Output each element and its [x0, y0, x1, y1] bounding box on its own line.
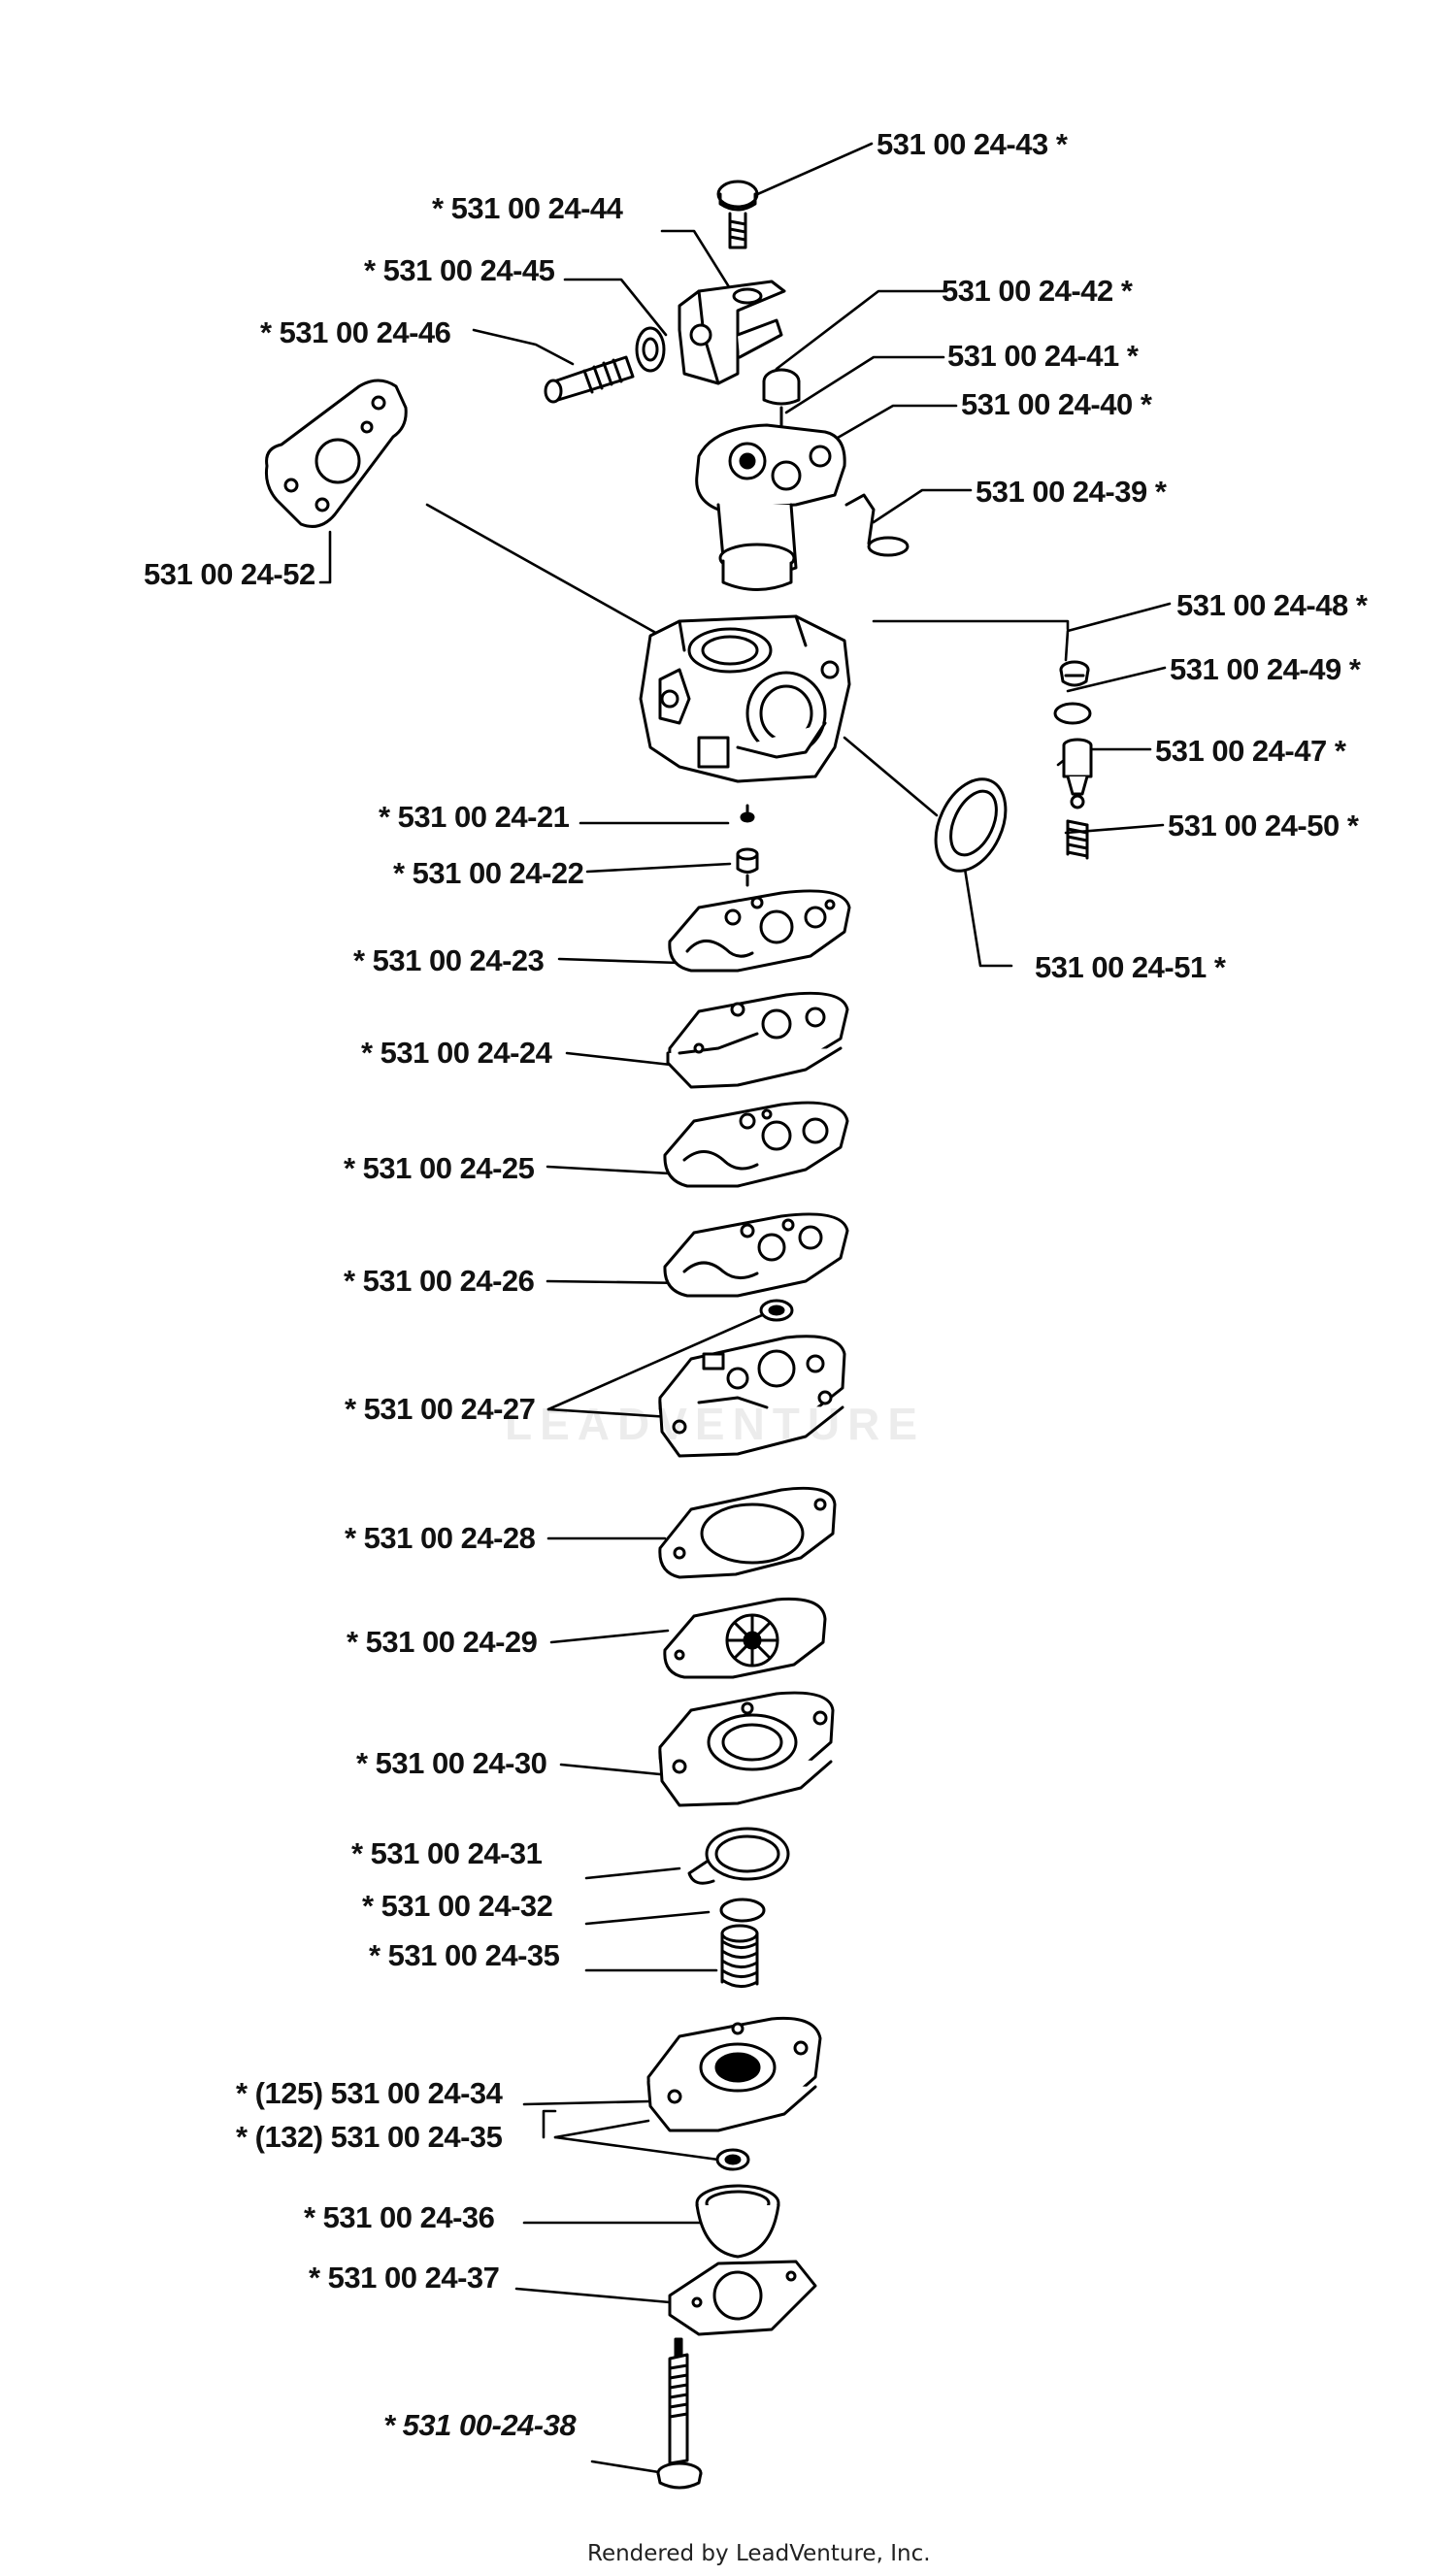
plate-24: [666, 991, 849, 1089]
label-531-00-24-26: * 531 00 24-26: [344, 1264, 535, 1298]
label-531-00-24-48: 531 00 24-48 *: [1176, 588, 1368, 622]
pump-cover-41-40: [695, 423, 846, 591]
screw-22: [736, 847, 759, 887]
label-531-00-24-45: * 531 00 24-45: [364, 253, 555, 287]
housing-34: [646, 2016, 822, 2132]
label-531-00-24-36: * 531 00 24-36: [304, 2200, 495, 2234]
label-531-00-24-37: * 531 00 24-37: [309, 2261, 500, 2295]
label-531-00-24-35: * 531 00 24-35: [369, 1938, 560, 1972]
label-531-00-24-38: * 531 00-24-38: [383, 2408, 577, 2442]
label-531-00-24-29: * 531 00 24-29: [347, 1625, 538, 1659]
nut-45: [635, 326, 666, 373]
label-531-00-24-51: 531 00 24-51 *: [1035, 950, 1226, 984]
diaphragm-29: [663, 1597, 827, 1679]
label-531-00-24-31: * 531 00 24-31: [351, 1836, 543, 1870]
o-ring-49: [1053, 702, 1092, 725]
screw-48: [1059, 660, 1090, 687]
clip-39: [844, 493, 910, 557]
valve-needle-47: [1062, 738, 1093, 809]
label-531-00-24-23: * 531 00 24-23: [353, 943, 545, 977]
carburetor-body: [639, 614, 851, 783]
label-531-00-24-43: 531 00 24-43 *: [877, 127, 1068, 161]
label-531-00-24-49: 531 00 24-49 *: [1170, 652, 1361, 686]
gasket-25: [663, 1101, 849, 1188]
label-531-00-24-50: 531 00 24-50 *: [1168, 809, 1359, 842]
washer-35b: [715, 2148, 750, 2171]
ring-32: [719, 1898, 766, 1923]
pump-block-27: [658, 1335, 846, 1458]
needle-42: [762, 368, 801, 429]
valve-27: [759, 1299, 794, 1322]
jet-21: [740, 804, 755, 823]
watermark: LEADVENTURE: [505, 1399, 926, 1449]
label-531-00-24-39: 531 00 24-39 *: [976, 475, 1167, 509]
label-125-531-00-24-34: * (125) 531 00 24-34: [236, 2076, 503, 2110]
label-531-00-24-46: * 531 00 24-46: [260, 315, 451, 349]
throttle-bracket-44: [678, 280, 786, 385]
label-531-00-24-32: * 531 00 24-32: [362, 1889, 553, 1923]
label-531-00-24-52: 531 00 24-52: [144, 557, 315, 591]
label-531-00-24-30: * 531 00 24-30: [356, 1746, 547, 1780]
bolt-38: [656, 2337, 703, 2490]
label-531-00-24-44: * 531 00 24-44: [432, 191, 623, 225]
gasket-23: [668, 889, 851, 973]
label-531-00-24-25: * 531 00 24-25: [344, 1151, 535, 1185]
footer-credit: Rendered by LeadVenture, Inc.: [587, 2541, 931, 2566]
diaphragm-31: [687, 1827, 790, 1885]
leader-lines: [318, 142, 1172, 2475]
label-531-00-24-47: 531 00 24-47 *: [1155, 734, 1346, 768]
label-531-00-24-24: * 531 00 24-24: [361, 1036, 552, 1070]
spring-35: [720, 1924, 759, 1988]
adjust-screw-46: [544, 355, 635, 404]
gasket-52: [265, 379, 408, 528]
label-132-531-00-24-35: * (132) 531 00 24-35: [236, 2120, 503, 2154]
cup-36: [695, 2184, 780, 2259]
idle-screw-43: [716, 180, 759, 249]
label-531-00-24-28: * 531 00 24-28: [345, 1521, 536, 1555]
label-531-00-24-42: 531 00 24-42 *: [942, 274, 1133, 308]
label-531-00-24-27: * 531 00 24-27: [345, 1392, 536, 1426]
label-531-00-24-22: * 531 00 24-22: [393, 856, 584, 890]
spring-50: [1066, 819, 1089, 860]
seal-ring-51: [934, 777, 1008, 873]
label-531-00-24-41: 531 00 24-41 *: [947, 339, 1139, 373]
cover-plate-37: [668, 2260, 817, 2336]
label-531-00-24-21: * 531 00 24-21: [379, 800, 570, 834]
gasket-28: [658, 1486, 837, 1579]
label-531-00-24-40: 531 00 24-40 *: [961, 387, 1152, 421]
pump-body-30: [658, 1691, 835, 1807]
gasket-26: [663, 1212, 849, 1298]
